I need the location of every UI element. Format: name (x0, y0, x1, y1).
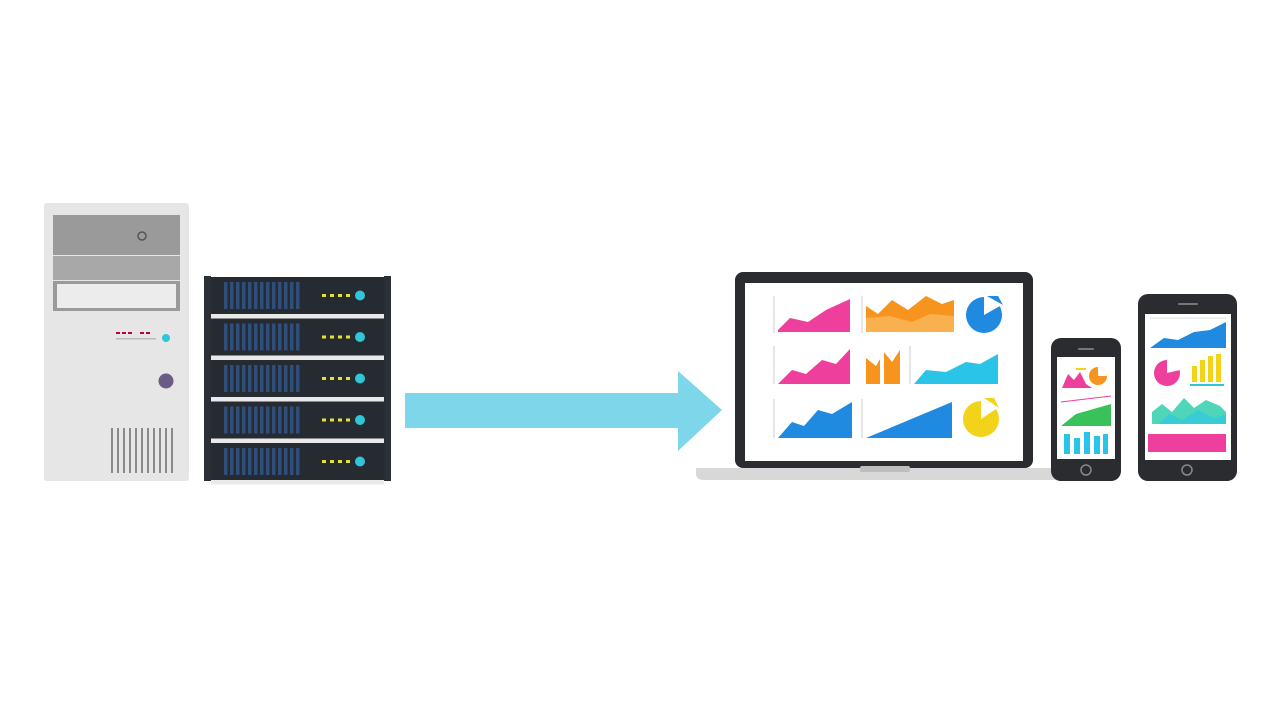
rack-status-leds (322, 456, 365, 467)
rack-unit (211, 401, 384, 443)
phone-small-chart-pink (1062, 367, 1107, 388)
smartphone-dashboard-icon (1051, 338, 1121, 481)
laptop-chart-orange-bars (866, 350, 900, 384)
rack-status-leds (322, 415, 365, 425)
smartphone-dashboard-icon (1138, 294, 1237, 481)
phone-large-chart-yellow-bars (1190, 354, 1224, 386)
rack-unit (211, 277, 384, 319)
laptop-chart-cyan-area (909, 346, 998, 384)
rack-status-leds (322, 332, 365, 342)
phone-large-chart-pink-pie (1154, 359, 1180, 386)
laptop-chart-orange-area (861, 296, 954, 333)
phone-large-chart-teal (1152, 398, 1226, 424)
laptop-dashboard-icon (696, 272, 1060, 480)
rack-status-leds (322, 373, 365, 384)
rack-server-icon (204, 276, 391, 485)
tower-power-button (158, 373, 174, 389)
laptop-chart-blue-wedge (861, 399, 952, 438)
laptop-chart-blue-area (773, 399, 852, 438)
rack-vent-icon (224, 365, 300, 392)
rack-vent-icon (224, 406, 300, 434)
rack-vent-icon (224, 448, 300, 475)
phone-small-chart-bars (1064, 432, 1108, 454)
phone-large-pink-bar (1148, 434, 1226, 452)
tower-vent-icon (111, 428, 173, 473)
rack-vent-icon (224, 282, 300, 309)
tower-indicator-dots (116, 332, 170, 342)
phone-large-chart-blue (1150, 317, 1226, 348)
laptop-chart-blue-pie (966, 296, 1003, 333)
rack-vent-icon (224, 323, 300, 351)
rack-unit (211, 443, 384, 485)
laptop-chart-yellow-pie (963, 398, 999, 437)
rack-status-leds (322, 290, 365, 301)
laptop-chart-pink-area-2 (773, 346, 850, 384)
rack-unit (211, 360, 384, 402)
phone-small-chart-green (1060, 395, 1112, 426)
rack-unit (211, 318, 384, 360)
tower-server-icon (44, 203, 189, 481)
right-arrow-icon (405, 371, 722, 451)
laptop-chart-pink-area-1 (773, 296, 850, 333)
